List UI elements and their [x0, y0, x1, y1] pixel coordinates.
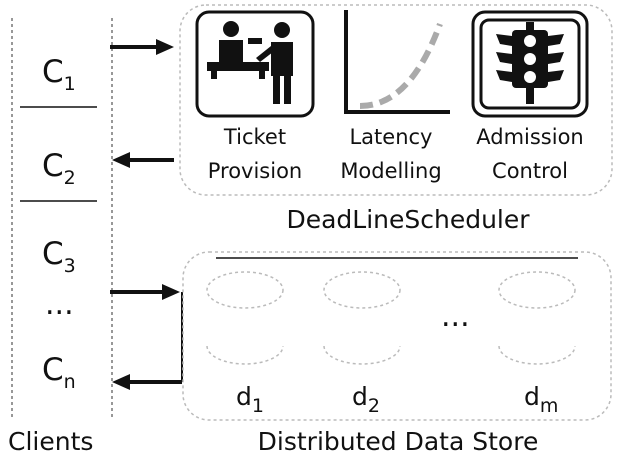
node-ellipsis: ... [441, 299, 470, 334]
node-label: d2 [352, 382, 380, 417]
database-node-icon [206, 271, 284, 365]
client-label: C2 [42, 148, 76, 189]
scheduler-panel: Ticket Provision Latency Modelling [179, 4, 613, 234]
node-label: dm [524, 382, 558, 417]
component-label: Control [492, 159, 568, 183]
component-label: Provision [208, 159, 303, 183]
node-label: d1 [236, 382, 264, 417]
client-label: C1 [42, 54, 76, 95]
arrow-left-icon [112, 152, 174, 168]
arrow-right-icon [110, 39, 174, 55]
latency-curve-icon [344, 10, 450, 114]
database-node-icon [323, 271, 401, 365]
component-label: Ticket [223, 125, 286, 149]
data-store-panel: d1 d2 ... dm Distributed Data Store [182, 251, 612, 456]
clients-panel: C1 C2 C3 ... Cn Clients [8, 18, 113, 456]
component-label: Admission [476, 125, 584, 149]
client-label: Cn [42, 352, 76, 393]
arrow-right-icon [110, 284, 180, 300]
component-label: Latency [349, 125, 432, 149]
client-ellipsis: ... [45, 287, 74, 322]
arrows [110, 39, 183, 390]
database-node-icon [498, 271, 576, 365]
scheduler-caption: DeadLineScheduler [286, 205, 530, 234]
traffic-light-icon [471, 10, 589, 118]
data-store-caption: Distributed Data Store [258, 427, 539, 456]
ticket-desk-icon [195, 10, 315, 118]
clients-caption: Clients [8, 427, 93, 456]
arrow-left-icon [112, 374, 182, 390]
component-label: Modelling [340, 159, 441, 183]
client-label: C3 [42, 236, 76, 277]
